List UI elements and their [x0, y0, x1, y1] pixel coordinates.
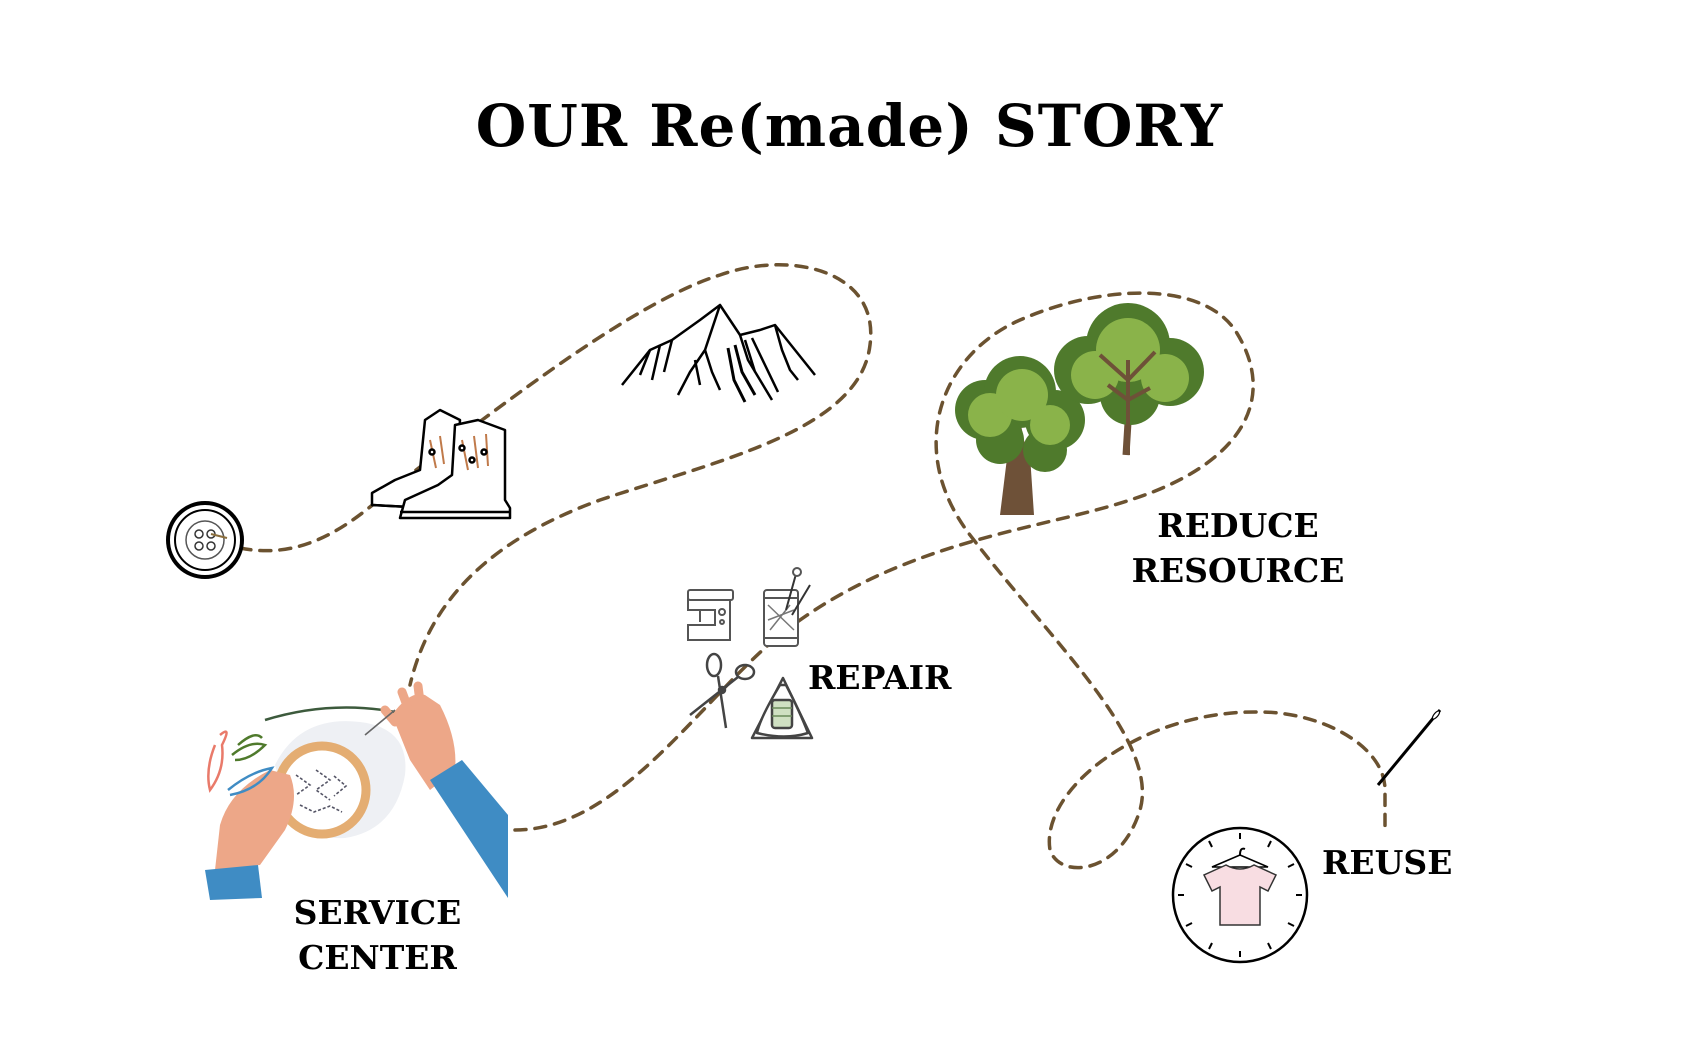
service-center-line-2: CENTER	[298, 938, 457, 977]
boots-icon	[370, 408, 512, 520]
service-center-line-1: SERVICE	[293, 893, 462, 932]
repair-label: REPAIR	[808, 658, 952, 697]
button-icon	[166, 501, 244, 579]
reduce-resource-label: REDUCE RESOURCE	[1122, 503, 1354, 593]
service-center-label: SERVICE CENTER	[285, 890, 470, 980]
needle-icon	[1376, 709, 1442, 786]
small-tree-icon	[955, 356, 1085, 515]
embroidery-hoop-icon	[205, 681, 508, 900]
page-title: OUR Re(made) STORY	[475, 92, 1224, 160]
recycle-thread-icon	[750, 676, 814, 740]
scissors-icon	[689, 652, 756, 729]
sewing-machine-icon	[687, 589, 734, 641]
mountains-icon	[621, 303, 816, 403]
reduce-resource-line-1: REDUCE	[1157, 506, 1319, 545]
thread-spool-icon	[763, 567, 811, 647]
reuse-label: REUSE	[1322, 843, 1453, 882]
thread-skeins-icon	[207, 730, 275, 797]
reduce-resource-line-2: RESOURCE	[1131, 551, 1345, 590]
clock-shirt-icon	[1171, 826, 1309, 964]
large-tree-icon	[1054, 303, 1204, 456]
